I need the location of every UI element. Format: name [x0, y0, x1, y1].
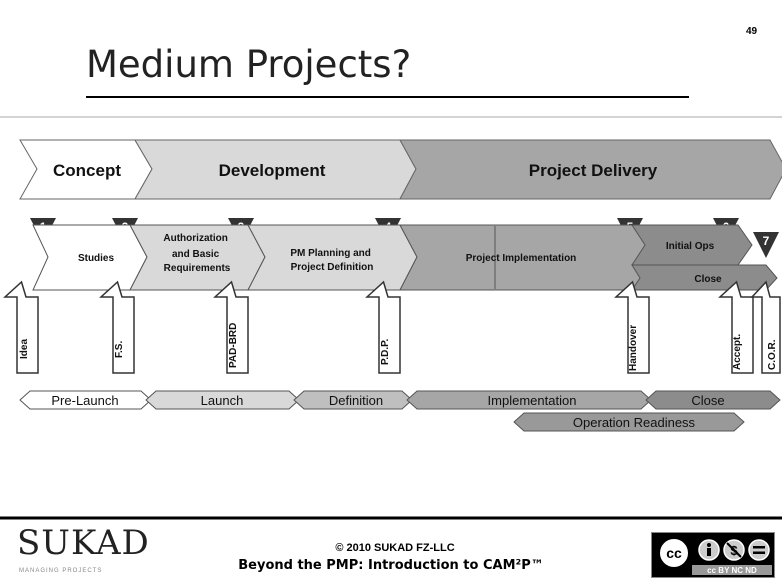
stage-pre-launch-label: Pre-Launch [51, 393, 118, 408]
gate-cor: C.O.R. [750, 280, 781, 374]
step-authorization-label: Authorization and Basic Requirements [163, 233, 230, 274]
gate-pad-brd: PAD-BRD [213, 280, 249, 374]
phase-delivery-label: Project Delivery [529, 161, 658, 180]
stage-implementation-label: Implementation [488, 393, 577, 408]
gate-idea: Idea [3, 280, 39, 374]
svg-text:cc: cc [666, 545, 682, 561]
step-row: Studies Authorization and Basic Requirem… [32, 224, 778, 291]
stage-close [645, 390, 781, 410]
milestone-7: 7 [753, 232, 779, 258]
svg-text:Idea: Idea [19, 339, 30, 359]
sukad-logo: SUKAD [17, 523, 150, 563]
gate-fs: F.S. [99, 280, 135, 374]
svg-text:7: 7 [763, 234, 770, 248]
step-studies-label: Studies [78, 253, 115, 264]
step-pm-planning-label: PM Planning and Project Definition [290, 248, 373, 273]
lifecycle-diagram: Concept Development Project Delivery 1 2… [0, 116, 782, 520]
phase-bar: Concept Development Project Delivery [19, 139, 782, 200]
phase-concept-label: Concept [53, 161, 121, 180]
gate-accept: Accept. [718, 280, 754, 374]
gates: Idea F.S. PAD-BRD P.D.P. Handover Accept… [3, 280, 781, 374]
step-project-implementation-label: Project Implementation [466, 253, 577, 264]
svg-text:Handover: Handover [628, 325, 639, 371]
svg-text:PAD-BRD: PAD-BRD [228, 323, 239, 368]
svg-text:C.O.R.: C.O.R. [767, 339, 778, 370]
cc-license-text: cc BY NC ND [707, 566, 757, 575]
gate-pdp: P.D.P. [365, 280, 401, 374]
cc-license-icon: cc $ cc BY NC ND [652, 533, 774, 577]
page-number: 49 [746, 26, 758, 37]
stage-row: Pre-Launch Launch Definition Implementat… [19, 390, 781, 432]
step-close-label: Close [694, 274, 722, 285]
course-subtitle: Beyond the PMP: Introduction to CAM²P™ [238, 558, 544, 573]
svg-text:P.D.P.: P.D.P. [380, 338, 391, 365]
operation-readiness-bar [513, 412, 745, 432]
slide-title: Medium Projects? [86, 43, 412, 86]
copyright-text: © 2010 SUKAD FZ-LLC [335, 542, 455, 554]
gate-handover: Handover [614, 280, 650, 374]
stage-launch-label: Launch [201, 393, 244, 408]
creative-commons-badge: cc $ cc BY NC ND [651, 532, 775, 578]
stage-definition-label: Definition [329, 393, 383, 408]
phase-development-label: Development [219, 161, 326, 180]
svg-text:F.S.: F.S. [114, 341, 125, 358]
stage-close-label: Close [691, 393, 724, 408]
title-underline [86, 96, 689, 98]
phase-delivery [399, 139, 782, 200]
logo-tagline: MANAGING PROJECTS [19, 568, 103, 574]
svg-text:Accept.: Accept. [732, 334, 743, 370]
operation-readiness-label: Operation Readiness [573, 415, 696, 430]
step-initial-ops-label: Initial Ops [666, 241, 715, 252]
